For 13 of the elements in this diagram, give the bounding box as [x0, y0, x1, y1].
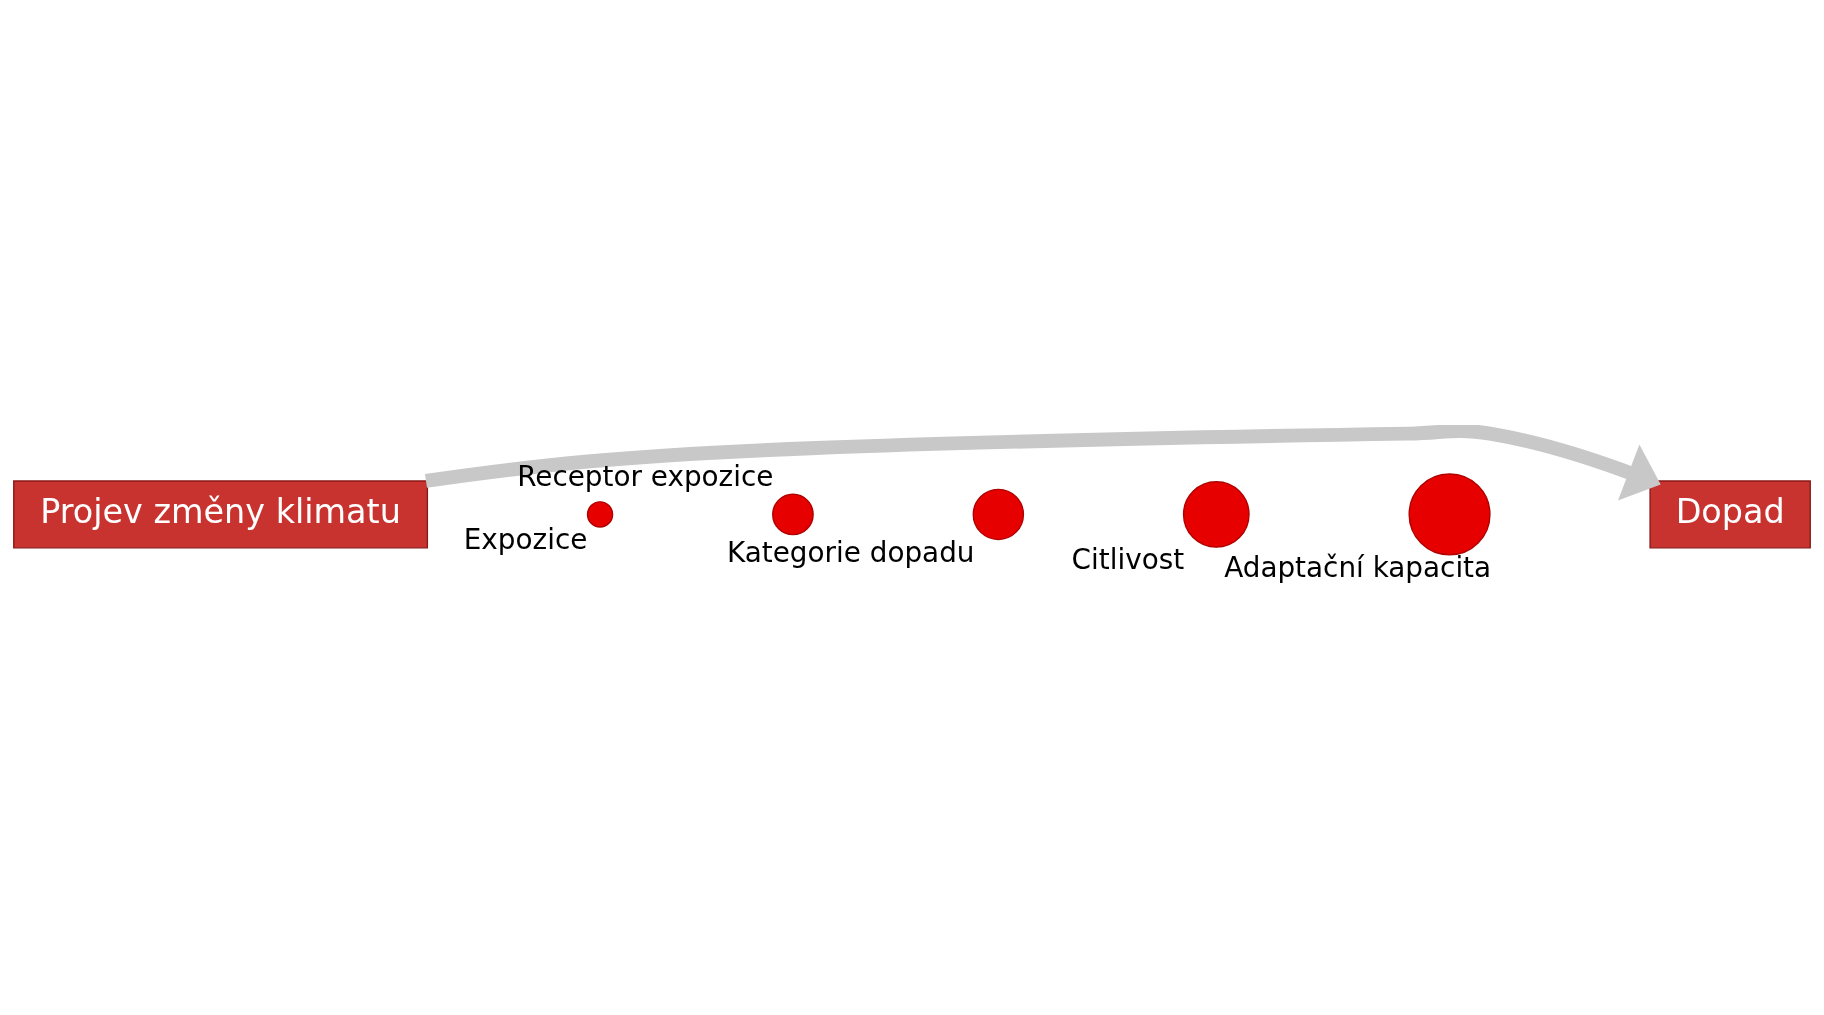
node-circle	[586, 500, 614, 528]
node-circle	[972, 488, 1025, 540]
arrow	[425, 424, 1661, 500]
node-label: Citlivost	[1071, 542, 1185, 576]
node-label: Adaptační kapacita	[1224, 550, 1492, 584]
node-circle	[772, 493, 814, 535]
node-box: Projev změny klimatu	[13, 479, 429, 549]
node-label: Receptor expozice	[517, 459, 774, 493]
node-circle	[1408, 472, 1491, 555]
node-box: Dopad	[1649, 479, 1811, 549]
node-circle	[1182, 480, 1250, 548]
node-label: Kategorie dopadu	[726, 535, 975, 569]
node-label: Expozice	[463, 522, 588, 556]
